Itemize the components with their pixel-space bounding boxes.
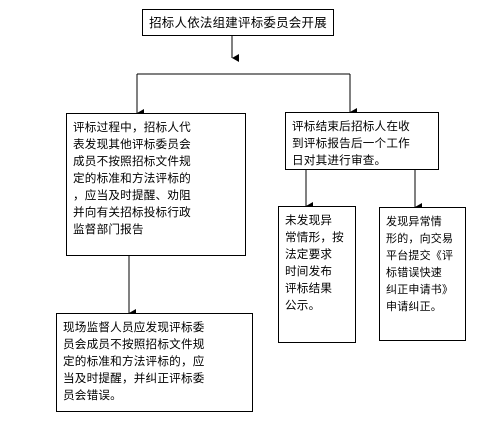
no-anomaly-text: 未发现异 常情形，按 法定要求 时间发布 评标结果 公示。 [285,213,344,312]
start-box: 招标人依法组建评标委员会开展 [142,9,334,36]
supervisor-box: 现场监督人员应发现评标委 员会成员不按照招标文件规 定的标准和方法评标的，应 当… [56,313,253,412]
supervisor-text: 现场监督人员应发现评标委 员会成员不按照招标文件规 定的标准和方法评标的，应 当… [63,320,205,402]
right-branch-box: 评标结束后招标人在收 到评标报告后一个工作 日对其进行审查。 [285,112,439,170]
left-branch-text: 评标过程中，招标人代 表发现其他评标委员会 成员不按照招标文件规 定的标准和方法… [73,120,191,236]
anomaly-box: 发现异常情 形的，向交易 平台提交《评 标错误快速 纠正申请书》 申请纠正。 [379,207,466,341]
no-anomaly-box: 未发现异 常情形，按 法定要求 时间发布 评标结果 公示。 [278,206,356,343]
anomaly-text: 发现异常情 形的，向交易 平台提交《评 标错误快速 纠正申请书》 申请纠正。 [386,215,454,313]
left-branch-box: 评标过程中，招标人代 表发现其他评标委员会 成员不按照招标文件规 定的标准和方法… [66,113,246,256]
start-box-text: 招标人依法组建评标委员会开展 [149,15,327,30]
right-branch-text: 评标结束后招标人在收 到评标报告后一个工作 日对其进行审查。 [292,119,410,167]
